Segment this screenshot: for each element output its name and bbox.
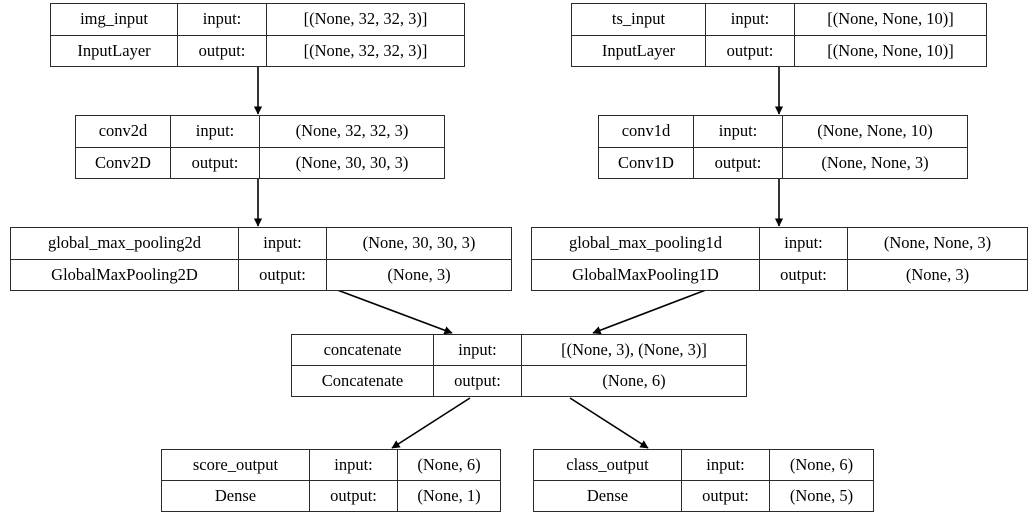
node-row-input: concatenate input: [(None, 3), (None, 3)… xyxy=(292,335,746,366)
node-conv1d[interactable]: conv1d input: (None, None, 10) Conv1D ou… xyxy=(598,115,968,179)
node-name: concatenate xyxy=(292,335,434,365)
node-input-shape: (None, None, 10) xyxy=(817,121,933,140)
node-input-shape: (None, 32, 32, 3) xyxy=(295,121,409,140)
node-input-label: input: xyxy=(178,4,267,35)
node-input-label: input: xyxy=(694,116,783,147)
node-ts_input[interactable]: ts_input input: [(None, None, 10)] Input… xyxy=(571,3,987,67)
node-name: ts_input xyxy=(572,4,706,35)
node-row-output: InputLayer output: [(None, 32, 32, 3)] xyxy=(51,35,464,66)
node-input-label: input: xyxy=(239,228,327,259)
node-output-shape: (None, 3) xyxy=(387,264,451,284)
node-row-input: img_input input: [(None, 32, 32, 3)] xyxy=(51,4,464,36)
node-output-label: output: xyxy=(760,259,848,290)
node-output-label: output: xyxy=(239,259,327,290)
node-name: class_output xyxy=(534,450,682,480)
node-global_max_pooling1d[interactable]: global_max_pooling1d input: (None, None,… xyxy=(531,227,1028,291)
node-conv2d[interactable]: conv2d input: (None, 32, 32, 3) Conv2D o… xyxy=(75,115,445,179)
node-output-shape: (None, None, 3) xyxy=(821,152,929,172)
node-output-label: output: xyxy=(178,35,267,66)
node-input-label: input: xyxy=(171,116,260,147)
node-input-label: input: xyxy=(706,4,795,35)
node-row-input: global_max_pooling2d input: (None, 30, 3… xyxy=(11,228,511,260)
node-input-label: input: xyxy=(760,228,848,259)
node-row-input: score_output input: (None, 6) xyxy=(162,450,500,481)
node-input-shape: (None, 6) xyxy=(789,454,854,474)
edge-concatenate-class_output xyxy=(569,397,649,449)
node-name: score_output xyxy=(162,450,310,480)
node-name: conv1d xyxy=(599,116,694,147)
node-input-shape: (None, 6) xyxy=(417,454,481,474)
node-input-shape: [(None, None, 10)] xyxy=(827,9,954,28)
node-input-shape: [(None, 3), (None, 3)] xyxy=(561,339,707,359)
node-output-label: output: xyxy=(310,481,398,511)
node-name: global_max_pooling1d xyxy=(532,228,760,259)
node-output-label: output: xyxy=(682,481,770,511)
node-concatenate[interactable]: concatenate input: [(None, 3), (None, 3)… xyxy=(291,334,747,397)
node-input-shape: [(None, 32, 32, 3)] xyxy=(303,9,428,28)
node-output-shape: [(None, 32, 32, 3)] xyxy=(303,40,428,60)
node-input-label: input: xyxy=(434,335,522,365)
node-class-name: Dense xyxy=(162,481,310,511)
node-output-label: output: xyxy=(434,366,522,396)
node-output-shape: (None, 1) xyxy=(417,485,481,505)
node-input-shape: (None, None, 3) xyxy=(883,233,992,252)
node-global_max_pooling2d[interactable]: global_max_pooling2d input: (None, 30, 3… xyxy=(10,227,512,291)
node-row-output: Conv2D output: (None, 30, 30, 3) xyxy=(76,147,444,178)
node-row-output: Concatenate output: (None, 6) xyxy=(292,366,746,396)
node-row-output: Conv1D output: (None, None, 3) xyxy=(599,147,967,178)
node-class-name: Dense xyxy=(534,481,682,511)
node-row-input: ts_input input: [(None, None, 10)] xyxy=(572,4,986,36)
node-row-output: Dense output: (None, 1) xyxy=(162,481,500,511)
node-row-input: conv2d input: (None, 32, 32, 3) xyxy=(76,116,444,148)
node-class-name: InputLayer xyxy=(572,35,706,66)
node-class-name: GlobalMaxPooling1D xyxy=(532,259,760,290)
node-row-output: InputLayer output: [(None, None, 10)] xyxy=(572,35,986,66)
node-output-shape: (None, 30, 30, 3) xyxy=(295,152,409,172)
node-row-output: Dense output: (None, 5) xyxy=(534,481,873,511)
node-row-input: conv1d input: (None, None, 10) xyxy=(599,116,967,148)
node-output-label: output: xyxy=(171,147,260,178)
node-output-label: output: xyxy=(694,147,783,178)
node-name: conv2d xyxy=(76,116,171,147)
node-img_input[interactable]: img_input input: [(None, 32, 32, 3)] Inp… xyxy=(50,3,465,67)
edge-global_max_pooling1d-concatenate xyxy=(592,287,712,335)
node-output-shape: (None, 3) xyxy=(905,264,970,284)
edge-concatenate-score_output xyxy=(391,397,471,449)
node-class-name: Conv2D xyxy=(76,147,171,178)
node-input-shape: (None, 30, 30, 3) xyxy=(362,233,476,252)
node-class_output[interactable]: class_output input: (None, 6) Dense outp… xyxy=(533,449,874,512)
node-class-name: Concatenate xyxy=(292,366,434,396)
node-row-input: global_max_pooling1d input: (None, None,… xyxy=(532,228,1027,260)
node-class-name: Conv1D xyxy=(599,147,694,178)
node-output-shape: (None, 6) xyxy=(602,370,666,390)
node-name: global_max_pooling2d xyxy=(11,228,239,259)
node-score_output[interactable]: score_output input: (None, 6) Dense outp… xyxy=(161,449,501,512)
node-row-input: class_output input: (None, 6) xyxy=(534,450,873,481)
node-row-output: GlobalMaxPooling1D output: (None, 3) xyxy=(532,259,1027,290)
node-input-label: input: xyxy=(310,450,398,480)
node-row-output: GlobalMaxPooling2D output: (None, 3) xyxy=(11,259,511,290)
node-class-name: InputLayer xyxy=(51,35,178,66)
node-output-shape: (None, 5) xyxy=(789,485,854,505)
node-output-shape: [(None, None, 10)] xyxy=(827,40,954,60)
edge-global_max_pooling2d-concatenate xyxy=(331,287,453,335)
node-name: img_input xyxy=(51,4,178,35)
node-class-name: GlobalMaxPooling2D xyxy=(11,259,239,290)
node-output-label: output: xyxy=(706,35,795,66)
node-input-label: input: xyxy=(682,450,770,480)
